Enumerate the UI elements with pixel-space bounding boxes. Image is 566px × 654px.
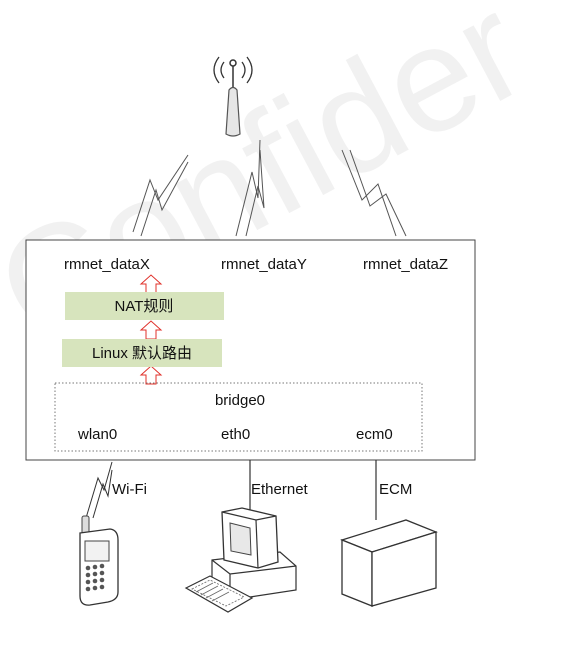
bridge-box bbox=[54, 382, 423, 452]
rmnet-datay-label: rmnet_dataY bbox=[221, 256, 307, 273]
up-arrow-icon bbox=[139, 320, 163, 340]
eth0-label: eth0 bbox=[221, 426, 250, 443]
linux-routing-label: Linux 默认路由 bbox=[92, 345, 192, 362]
ecm-device-icon bbox=[340, 519, 438, 607]
ecm-label: ECM bbox=[379, 481, 412, 498]
up-arrow-icon bbox=[139, 274, 163, 294]
nat-rules-box bbox=[65, 292, 224, 320]
desktop-computer-icon bbox=[184, 507, 297, 613]
nat-rules-label: NAT规则 bbox=[115, 298, 174, 315]
rmnet-dataz-label: rmnet_dataZ bbox=[363, 256, 448, 273]
rmnet-datax-label: rmnet_dataX bbox=[64, 256, 150, 273]
mobile-phone-icon bbox=[79, 515, 119, 606]
bridge-label: bridge0 bbox=[215, 392, 265, 409]
wireless-link-icons bbox=[132, 139, 407, 237]
wlan0-label: wlan0 bbox=[77, 426, 117, 443]
linux-routing-box bbox=[62, 339, 222, 367]
up-arrow-icon bbox=[139, 365, 163, 385]
ecm0-label: ecm0 bbox=[356, 426, 393, 443]
wifi-link-icon bbox=[85, 461, 113, 519]
wifi-label: Wi-Fi bbox=[112, 481, 147, 498]
antenna-icon bbox=[213, 56, 253, 137]
ethernet-label: Ethernet bbox=[251, 481, 309, 498]
